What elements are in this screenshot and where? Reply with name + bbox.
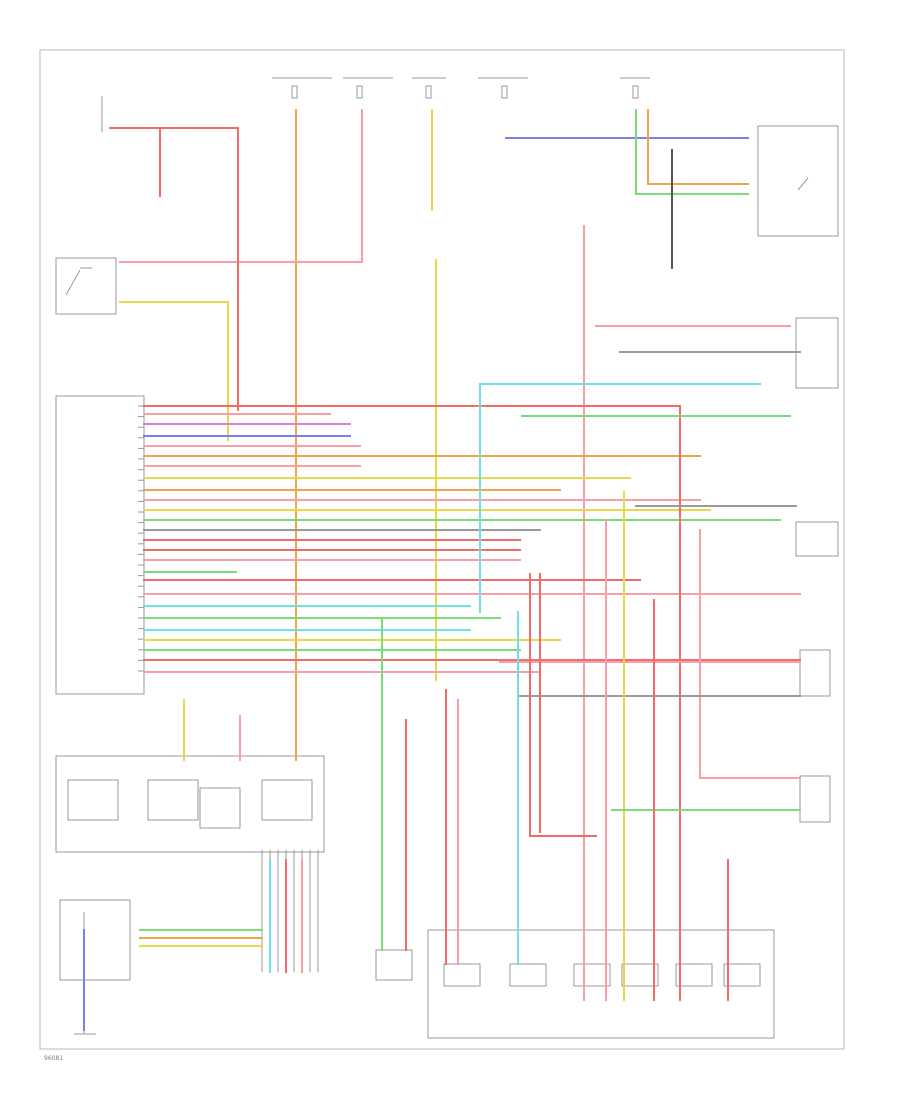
shift-solenoid-2	[675, 963, 713, 987]
wire-yellow-brake	[119, 301, 229, 441]
fuse-3	[425, 85, 432, 99]
powertrain-control-module	[55, 395, 145, 695]
diagram-code: 96081	[44, 1055, 63, 1062]
transmission-range-sensor-solenoid	[573, 963, 611, 987]
wire-orange-top	[647, 109, 749, 185]
transmission-temp-sensor	[799, 775, 831, 823]
overdrive-switch	[795, 317, 839, 389]
coast-clutch-solenoid	[375, 949, 413, 981]
shift-solenoid-1	[621, 963, 659, 987]
relay-1	[67, 779, 119, 821]
turbine-speed-sensor	[799, 649, 831, 697]
brake-switch	[55, 257, 117, 315]
vehicle-speed-sensor	[795, 521, 839, 557]
fuse-5	[632, 85, 639, 99]
transmission-solenoid-pack	[427, 929, 775, 1039]
pressure-control-solenoid	[443, 963, 481, 987]
transmission-range-sensor	[757, 125, 839, 237]
relay-box	[55, 755, 325, 853]
module-pin-rows	[138, 405, 144, 672]
overdrive-cancel-switch	[59, 899, 131, 981]
fuse-2	[356, 85, 363, 99]
shift-solenoid-3	[723, 963, 761, 987]
wire-red-brake	[109, 127, 239, 411]
wire-pink-feed	[119, 109, 363, 263]
wire-green-top	[635, 109, 749, 195]
diagram-frame	[39, 49, 845, 1050]
top-power-section	[272, 77, 650, 99]
wire-pink-vss	[699, 529, 801, 779]
wire-red-row1	[319, 405, 681, 1001]
relay-4	[261, 779, 313, 821]
fuse-4	[501, 85, 508, 99]
relay-3	[199, 787, 241, 829]
wire-runs	[83, 109, 801, 1031]
torque-converter-clutch-solenoid	[509, 963, 547, 987]
relay-2	[147, 779, 199, 821]
fuse-1	[291, 85, 298, 99]
wire-red-main	[529, 573, 597, 837]
